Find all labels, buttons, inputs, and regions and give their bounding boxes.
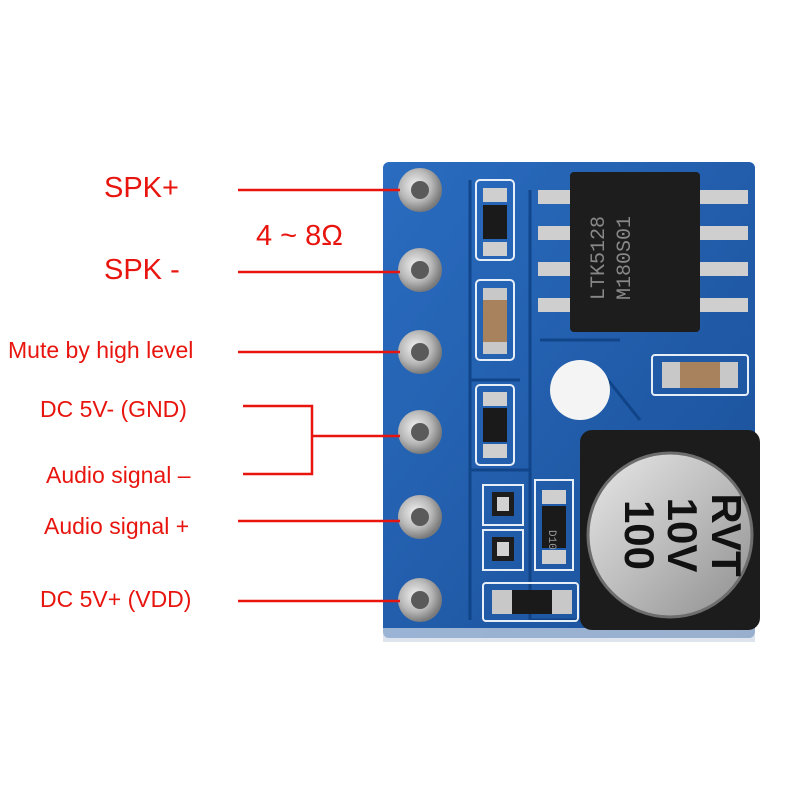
pcb-edge-bottom xyxy=(383,628,755,642)
pad-spk-minus xyxy=(398,248,442,292)
pad-vdd xyxy=(398,578,442,622)
pad-mute xyxy=(398,330,442,374)
smd-capacitor-3 xyxy=(482,582,579,622)
label-spk-minus: SPK - xyxy=(104,254,180,286)
capacitor-value: 100 xyxy=(616,500,663,570)
label-impedance: 4 ~ 8Ω xyxy=(256,220,343,252)
smd-resistor-1 xyxy=(475,179,515,261)
diode-marking: D10 xyxy=(545,530,557,550)
electrolytic-capacitor: 100 10V RVT xyxy=(580,430,760,630)
smd-capacitor-1 xyxy=(475,279,515,361)
capacitor-voltage: 10V xyxy=(659,498,706,573)
annotation-lines xyxy=(238,188,400,603)
pad-spk-plus xyxy=(398,168,442,212)
amplifier-chip: LTK5128 M180S01 xyxy=(538,172,748,332)
label-dc-vdd: DC 5V+ (VDD) xyxy=(40,586,192,612)
smd-led-1 xyxy=(482,484,524,526)
smd-capacitor-2 xyxy=(651,354,749,396)
chip-marking-line1: LTK5128 xyxy=(588,216,611,300)
chip-marking-line2: M180S01 xyxy=(614,216,637,300)
label-spk-plus: SPK+ xyxy=(104,172,179,204)
mounting-hole xyxy=(550,360,610,420)
smd-led-2 xyxy=(482,529,524,571)
pin-header-pads xyxy=(398,168,442,622)
diode: D10 xyxy=(534,479,574,571)
pad-gnd xyxy=(398,410,442,454)
label-audio-minus: Audio signal – xyxy=(46,462,191,488)
label-dc-gnd: DC 5V- (GND) xyxy=(40,396,187,422)
bracket-gnd-audio xyxy=(243,404,314,476)
smd-resistor-2 xyxy=(475,384,515,466)
pad-audio-plus xyxy=(398,495,442,539)
label-mute: Mute by high level xyxy=(8,337,194,363)
capacitor-series: RVT xyxy=(703,493,750,577)
label-audio-plus: Audio signal + xyxy=(44,513,190,539)
